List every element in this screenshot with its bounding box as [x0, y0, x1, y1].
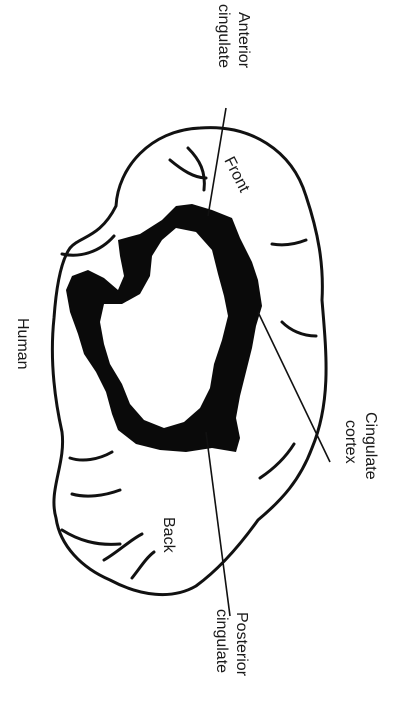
back-label: Back — [160, 517, 177, 554]
cingulate-cortex-label-line1: Cingulate — [362, 412, 379, 480]
cingulate-cortex-label-line2: cortex — [342, 420, 359, 464]
anterior-label-line1: Anterior — [235, 12, 252, 69]
posterior-label-line1: Posterior — [233, 612, 250, 677]
anterior-label-line2: cingulate — [215, 4, 232, 68]
posterior-label-line2: cingulate — [213, 609, 230, 673]
human-label: Human — [14, 318, 31, 370]
